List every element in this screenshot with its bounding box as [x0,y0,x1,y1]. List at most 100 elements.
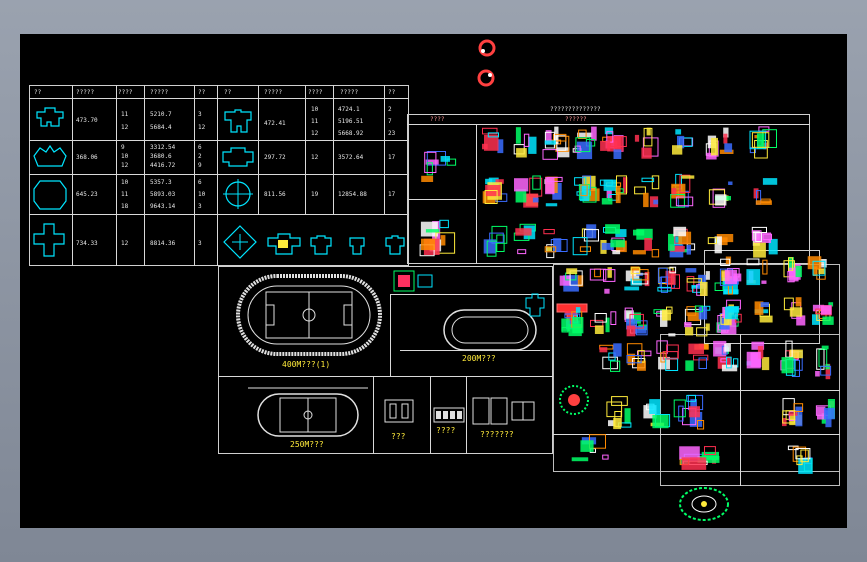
table-header-cell: ?? [388,89,396,96]
floorplan-thumbnail [634,127,659,159]
track-rule [218,376,553,377]
table-col-rule [217,85,218,266]
court-drawing [433,407,465,423]
floorplan-thumbnail [815,399,835,428]
floorplan-thumbnail [544,176,563,207]
row1-floor2: 11 [311,118,319,125]
table-col-rule [116,85,117,266]
row2-value2: 3572.64 [338,154,364,161]
sheet-rule [553,434,840,435]
floorplan-thumbnail [780,340,803,377]
track-rule [430,376,431,454]
sheet-rule [407,124,810,125]
track-dimension-line [400,350,550,351]
floorplan-outline-icon [33,180,67,210]
floorplan-outline-icon [349,237,365,255]
floorplan-thumbnail [419,219,456,257]
ornament-icon [477,69,495,87]
row1-count2: 2 [388,106,392,113]
floorplan-outline-icon [223,179,253,209]
row3-value: 9643.14 [150,203,176,210]
floorplan-outline-icon [385,235,405,255]
table-col-rule [194,85,195,266]
floorplan-thumbnail [753,178,778,205]
floorplan-thumbnail [783,297,806,326]
floorplan-thumbnail [571,434,609,462]
floorplan-thumbnail [705,127,734,160]
floorplan-outline-icon [33,144,67,167]
table-col-rule [258,85,259,215]
cad-drawing-canvas[interactable]: ?? ????? ???? ????? ?? ?? ????? ???? ???… [20,34,847,528]
track-rule [373,376,374,454]
floorplan-thumbnail [708,181,733,208]
row1-value: 5210.7 [150,111,172,118]
floorplan-thumbnail [483,225,508,257]
floorplan-thumbnail [746,341,770,371]
sheet-rule [660,390,840,391]
row2-floor2: 12 [311,154,319,161]
track-rule [466,376,467,454]
table-col-rule [305,85,306,215]
floorplan-thumbnail [634,175,660,208]
track-400m-drawing [236,274,382,356]
floorplan-thumbnail [572,224,599,256]
row3-count: 3 [198,203,202,210]
floorplan-thumbnail [599,175,628,205]
table-header-cell: ?? [198,89,206,96]
table-col-rule [333,85,334,215]
row1-floor: 11 [121,111,129,118]
row1-count: 12 [198,124,206,131]
floorplan-thumbnail [653,306,676,337]
floorplan-thumbnail [685,268,710,296]
court-label: ???? [436,426,456,435]
row1-value: 5684.4 [150,124,172,131]
track-rule [390,294,391,376]
floorplan-thumbnail [626,343,652,371]
row3-area: 645.23 [76,191,98,198]
row2-count: 6 [198,144,202,151]
floorplan-thumbnail [572,126,597,160]
court-drawing [472,397,535,425]
row3-floor2: 19 [311,191,319,198]
row2-value: 4416.72 [150,162,176,169]
floorplan-outline-icon [222,147,254,167]
floorplan-thumbnail [668,226,696,258]
floorplan-thumbnail [513,223,536,255]
ornament-icon [478,39,496,57]
floorplan-thumbnail [719,256,742,286]
row3-floor: 18 [121,203,129,210]
floorplan-outline-icon [223,225,257,259]
row1-floor: 12 [121,124,129,131]
track-200m-label: 200M??? [462,354,496,363]
floorplan-thumbnail [713,340,739,372]
floorplan-thumbnail [657,266,680,293]
table-row-rule [29,214,409,215]
table-header-cell: ????? [264,89,283,96]
floorplan-outline-icon [33,223,65,257]
floorplan-thumbnail [656,340,679,371]
row3-count2: 17 [388,191,396,198]
table-header-cell: ????? [150,89,169,96]
floorplan-thumbnail [643,399,671,429]
row3-count: 10 [198,191,206,198]
floorplan-thumbnail [782,398,804,427]
row2-floor: 9 [121,144,125,151]
sheet-col-label: ?????? [565,116,587,123]
floorplan-thumbnail [599,343,622,372]
floorplan-thumbnail [672,129,694,155]
row2-count2: 17 [388,154,396,161]
row1-count2: 7 [388,118,392,125]
row1-floor2: 10 [311,106,319,113]
row4-area: 734.33 [76,240,98,247]
court-label: ??????? [480,430,514,439]
floorplan-outline-icon [224,109,252,133]
floorplan-thumbnail [589,267,616,294]
row1-floor2: 12 [311,130,319,137]
floorplan-thumbnail [624,307,648,337]
floorplan-thumbnail [542,126,570,160]
sheet-rule [740,334,741,486]
floorplan-thumbnail [815,345,832,380]
floorplan-thumbnail [514,175,543,208]
row1-value2: 5196.51 [338,118,364,125]
